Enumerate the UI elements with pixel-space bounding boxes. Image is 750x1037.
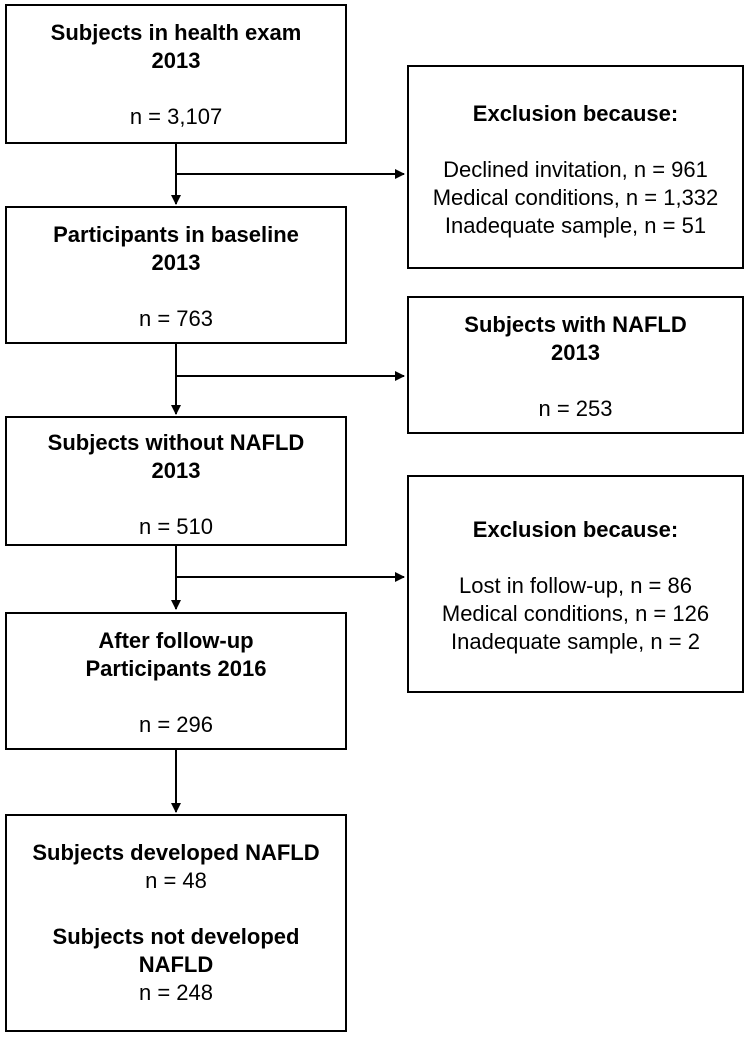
- baseline-count: n = 763: [138, 306, 213, 331]
- box-exclusion-1: Exclusion because: Declined invitation, …: [407, 65, 744, 269]
- not-developed-line1: Subjects not developed: [52, 924, 300, 949]
- exclusion-1-item: Declined invitation, n = 961: [443, 157, 708, 182]
- exclusion-1-title: Exclusion because:: [472, 101, 679, 126]
- box-follow-up: After follow-up Participants 2016 n = 29…: [5, 612, 347, 750]
- box-health-exam: Subjects in health exam 2013 n = 3,107: [5, 4, 347, 144]
- not-developed-line2: NAFLD: [138, 952, 214, 977]
- nafld-2013-title-line1: Subjects with NAFLD: [464, 312, 687, 337]
- exclusion-1-item: Inadequate sample, n = 51: [444, 213, 707, 238]
- without-nafld-count: n = 510: [138, 514, 213, 539]
- nafld-2013-title-line2: 2013: [551, 340, 600, 365]
- exclusion-2-item: Inadequate sample, n = 2: [451, 629, 700, 654]
- without-nafld-title-line1: Subjects without NAFLD: [47, 430, 305, 455]
- box-baseline: Participants in baseline 2013 n = 763: [5, 206, 347, 344]
- exclusion-2-item: Lost in follow-up, n = 86: [459, 573, 692, 598]
- follow-up-title-line2: Participants 2016: [85, 656, 267, 681]
- developed-label: Subjects developed NAFLD: [32, 840, 320, 865]
- not-developed-count: n = 248: [138, 980, 213, 1005]
- exclusion-1-item: Medical conditions, n = 1,332: [432, 185, 719, 210]
- health-exam-title-line1: Subjects in health exam: [50, 20, 302, 45]
- follow-up-count: n = 296: [138, 712, 213, 737]
- follow-up-title-line1: After follow-up: [98, 628, 254, 653]
- exclusion-2-item: Medical conditions, n = 126: [441, 601, 710, 626]
- baseline-title-line1: Participants in baseline: [53, 222, 299, 247]
- developed-count: n = 48: [145, 868, 207, 893]
- exclusion-2-title: Exclusion because:: [472, 517, 679, 542]
- box-without-nafld: Subjects without NAFLD 2013 n = 510: [5, 416, 347, 546]
- box-outcome: Subjects developed NAFLD n = 48 Subjects…: [5, 814, 347, 1032]
- health-exam-count: n = 3,107: [129, 104, 223, 129]
- box-exclusion-2: Exclusion because: Lost in follow-up, n …: [407, 475, 744, 693]
- health-exam-title-line2: 2013: [151, 48, 201, 73]
- nafld-2013-count: n = 253: [538, 396, 613, 421]
- box-nafld-2013: Subjects with NAFLD 2013 n = 253: [407, 296, 744, 434]
- without-nafld-title-line2: 2013: [151, 458, 201, 483]
- baseline-title-line2: 2013: [151, 250, 201, 275]
